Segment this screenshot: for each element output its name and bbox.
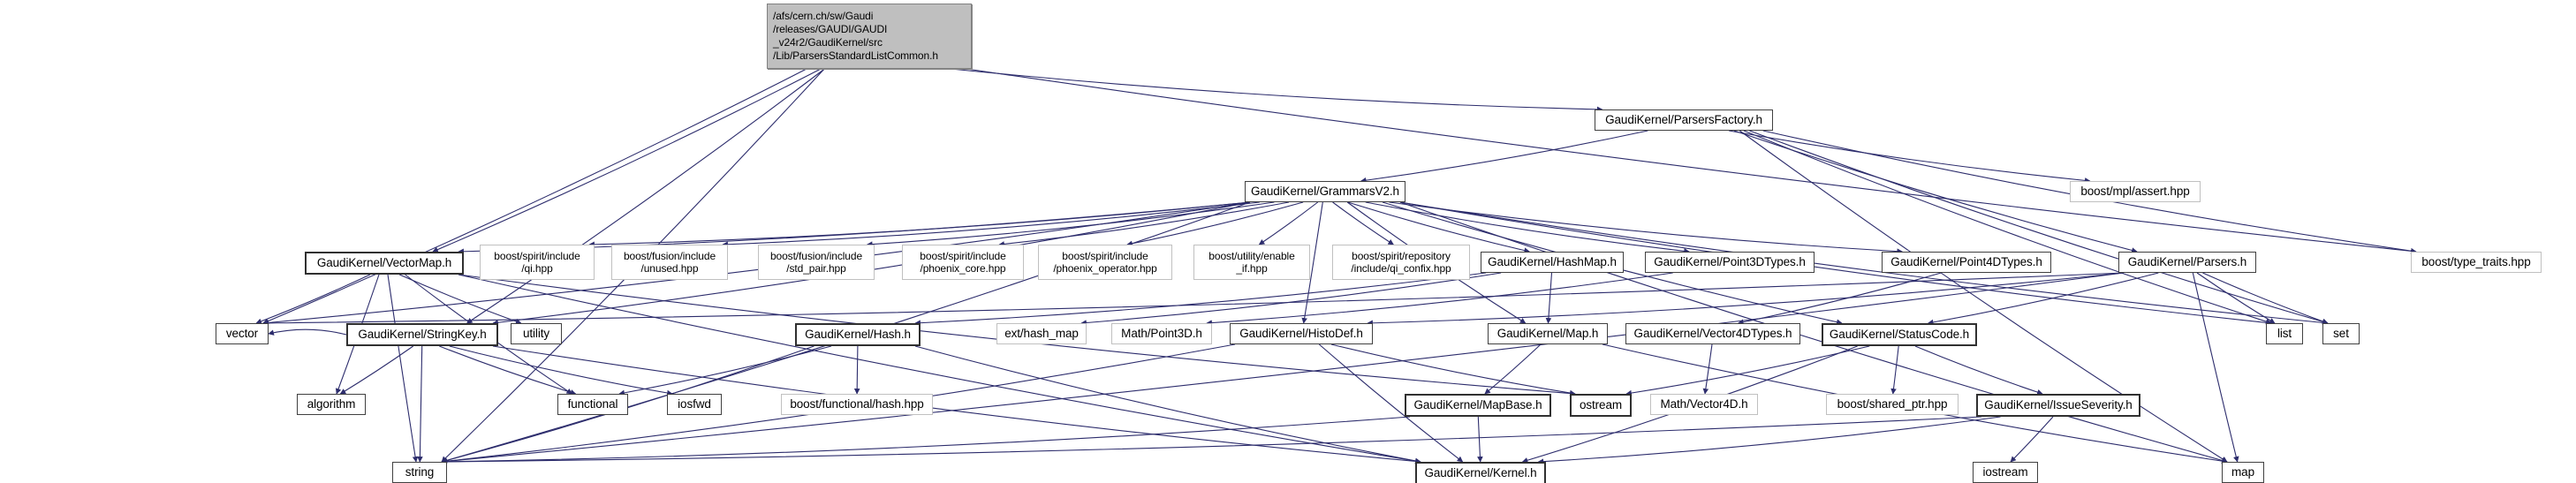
edge-vectormap-to-utility bbox=[398, 274, 522, 325]
edge-hash-to-boost_hash bbox=[853, 345, 860, 395]
graph-node-mplassert[interactable]: boost/mpl/assert.hpp bbox=[2070, 181, 2201, 202]
edge-root-to-type_traits bbox=[966, 68, 2417, 254]
edge-parsers-to-vector bbox=[262, 272, 2125, 327]
graph-node-fusion_stdpair[interactable]: boost/fusion/include /std_pair.hpp bbox=[758, 245, 875, 280]
graph-node-map[interactable]: map bbox=[2222, 462, 2264, 483]
graph-node-set[interactable]: set bbox=[2322, 323, 2360, 344]
edge-histodef-to-ostream bbox=[1330, 343, 1576, 396]
edge-issueseverity-to-iostream bbox=[2010, 416, 2054, 463]
graph-node-spirit_qi[interactable]: boost/spirit/include /qi.hpp bbox=[480, 245, 595, 280]
graph-node-vector[interactable]: vector bbox=[216, 323, 269, 344]
edge-parsers-to-string bbox=[441, 272, 2125, 464]
graph-node-type_traits[interactable]: boost/type_traits.hpp bbox=[2411, 252, 2542, 273]
edge-parsers-to-list bbox=[2196, 272, 2276, 324]
graph-node-root[interactable]: /afs/cern.ch/sw/Gaudi /releases/GAUDI/GA… bbox=[767, 4, 972, 69]
edge-root-to-vectormap bbox=[432, 68, 822, 253]
graph-node-fusion_unused[interactable]: boost/fusion/include /unused.hpp bbox=[611, 245, 728, 280]
edge-statuscode-to-ostream bbox=[1625, 345, 1870, 396]
graph-node-iosfwd[interactable]: iosfwd bbox=[667, 394, 722, 415]
edge-grammarsv2-to-qi_confix bbox=[1332, 201, 1394, 245]
edge-grammarsv2-to-phoenix_operator bbox=[1126, 201, 1304, 247]
edge-parsers-to-histodef bbox=[1367, 272, 2125, 327]
edge-issueseverity-to-kernel bbox=[1537, 416, 2001, 464]
graph-node-stringkey[interactable]: GaudiKernel/StringKey.h bbox=[346, 323, 498, 346]
edge-grammarsv2-to-enable_if bbox=[1258, 201, 1319, 245]
edge-mapbase-to-string bbox=[441, 416, 1411, 465]
edge-stringkey-to-vector bbox=[268, 328, 347, 336]
graph-node-map_h[interactable]: GaudiKernel/Map.h bbox=[1488, 323, 1608, 344]
graph-node-statuscode[interactable]: GaudiKernel/StatusCode.h bbox=[1822, 323, 1977, 346]
edge-root-to-parsersfactory bbox=[951, 68, 1603, 113]
edge-root-to-vector bbox=[262, 68, 807, 324]
edge-hashmap-to-map_h bbox=[1545, 272, 1553, 324]
edge-hash-to-functional bbox=[618, 345, 832, 396]
edge-stringkey-to-iosfwd bbox=[449, 345, 673, 396]
graph-node-parsersfactory[interactable]: GaudiKernel/ParsersFactory.h bbox=[1595, 109, 1773, 131]
edge-issueseverity-to-string bbox=[441, 416, 1982, 465]
graph-node-iostream[interactable]: iostream bbox=[1973, 462, 2038, 483]
graph-node-grammarsv2[interactable]: GaudiKernel/GrammarsV2.h bbox=[1245, 181, 1405, 202]
edge-vector4dtypes-to-math_vector4d bbox=[1702, 343, 1713, 395]
edge-hash-to-kernel bbox=[914, 345, 1421, 464]
edge-stringkey-to-string bbox=[417, 345, 423, 463]
edge-hashmap-to-ext_hash_map bbox=[1080, 272, 1502, 326]
edge-root-to-stringkey bbox=[466, 68, 825, 324]
graph-node-vector4dtypes[interactable]: GaudiKernel/Vector4DTypes.h bbox=[1625, 323, 1800, 344]
graph-node-enable_if[interactable]: boost/utility/enable _if.hpp bbox=[1193, 245, 1310, 280]
graph-node-math_vector4d[interactable]: Math/Vector4D.h bbox=[1650, 394, 1758, 415]
graph-node-hash[interactable]: GaudiKernel/Hash.h bbox=[795, 323, 921, 346]
edge-vectormap-to-string bbox=[387, 274, 419, 463]
graph-node-point3dtypes[interactable]: GaudiKernel/Point3DTypes.h bbox=[1645, 252, 1815, 273]
edge-point4dtypes-to-vector4dtypes bbox=[1738, 272, 1942, 326]
edge-stringkey-to-functional bbox=[439, 345, 577, 396]
graph-node-string[interactable]: string bbox=[392, 462, 447, 483]
graph-node-phoenix_core[interactable]: boost/spirit/include /phoenix_core.hpp bbox=[902, 245, 1024, 280]
graph-node-parsers[interactable]: GaudiKernel/Parsers.h bbox=[2118, 252, 2256, 273]
graph-node-functional[interactable]: functional bbox=[557, 394, 628, 415]
graph-node-ostream[interactable]: ostream bbox=[1570, 394, 1632, 417]
edge-vectormap-to-vector bbox=[255, 274, 371, 324]
graph-node-mapbase[interactable]: GaudiKernel/MapBase.h bbox=[1405, 394, 1551, 417]
edge-statuscode-to-issueseverity bbox=[1914, 345, 2043, 396]
edge-grammarsv2-to-spirit_qi bbox=[588, 201, 1251, 248]
graph-node-point4dtypes[interactable]: GaudiKernel/Point4DTypes.h bbox=[1882, 252, 2051, 273]
edge-mapbase-to-kernel bbox=[1477, 416, 1483, 463]
graph-node-qi_confix[interactable]: boost/spirit/repository /include/qi_conf… bbox=[1332, 245, 1470, 280]
edge-hashmap-to-hash bbox=[914, 272, 1487, 327]
graph-node-boost_hash[interactable]: boost/functional/hash.hpp bbox=[781, 394, 933, 415]
edge-parsersfactory-to-set bbox=[1749, 130, 2329, 325]
edge-stringkey-to-algorithm bbox=[339, 345, 414, 395]
graph-node-algorithm[interactable]: algorithm bbox=[297, 394, 366, 415]
graph-node-issueseverity[interactable]: GaudiKernel/IssueSeverity.h bbox=[1976, 394, 2140, 417]
graph-node-utility[interactable]: utility bbox=[511, 323, 562, 344]
edge-parsersfactory-to-list bbox=[1743, 130, 2272, 325]
graph-node-boost_sharedptr[interactable]: boost/shared_ptr.hpp bbox=[1826, 394, 1959, 415]
edge-vectormap-to-kernel bbox=[458, 274, 1421, 464]
edge-map_h-to-mapbase bbox=[1484, 343, 1542, 395]
edge-parsersfactory-to-grammarsv2 bbox=[1360, 130, 1648, 184]
edge-stringkey-to-kernel bbox=[492, 345, 1421, 464]
edge-point3dtypes-to-math_point3d bbox=[1206, 272, 1673, 326]
edge-parsersfactory-to-mplassert bbox=[1729, 130, 2091, 184]
edge-parsers-to-map bbox=[2192, 272, 2239, 463]
edge-parsers-to-statuscode bbox=[1927, 272, 2159, 326]
graph-node-vectormap[interactable]: GaudiKernel/VectorMap.h bbox=[305, 252, 464, 275]
edge-grammarsv2-to-fusion_unused bbox=[722, 201, 1260, 248]
graph-node-list[interactable]: list bbox=[2266, 323, 2303, 344]
graph-node-ext_hash_map[interactable]: ext/hash_map bbox=[996, 323, 1087, 344]
graph-node-math_point3d[interactable]: Math/Point3D.h bbox=[1111, 323, 1212, 344]
graph-node-histodef[interactable]: GaudiKernel/HistoDef.h bbox=[1230, 323, 1373, 344]
graph-node-phoenix_operator[interactable]: boost/spirit/include /phoenix_operator.h… bbox=[1038, 245, 1172, 280]
graph-node-kernel[interactable]: GaudiKernel/Kernel.h bbox=[1415, 462, 1546, 483]
edge-statuscode-to-boost_sharedptr bbox=[1890, 345, 1899, 395]
edge-parsers-to-set bbox=[2202, 272, 2329, 325]
edge-grammarsv2-to-phoenix_core bbox=[998, 201, 1290, 247]
edge-grammarsv2-to-fusion_stdpair bbox=[866, 201, 1275, 247]
graph-node-hashmap[interactable]: GaudiKernel/HashMap.h bbox=[1481, 252, 1624, 273]
